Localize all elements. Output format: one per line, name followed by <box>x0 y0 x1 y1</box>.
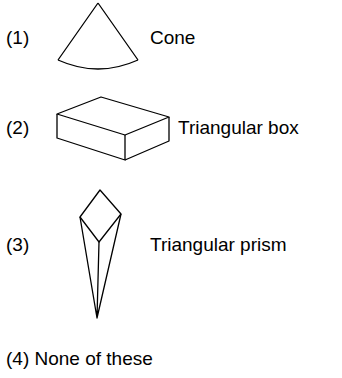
option-text: Triangular box <box>178 117 299 139</box>
box-figure <box>57 97 169 160</box>
prism-figure <box>80 190 121 318</box>
option-number: (2) <box>6 117 29 139</box>
option-text: Triangular prism <box>150 234 287 256</box>
option-number: (1) <box>6 27 29 49</box>
cone-figure <box>58 3 138 69</box>
option-text: (4) None of these <box>6 348 153 370</box>
option-text: Cone <box>150 27 195 49</box>
option-number: (3) <box>6 234 29 256</box>
